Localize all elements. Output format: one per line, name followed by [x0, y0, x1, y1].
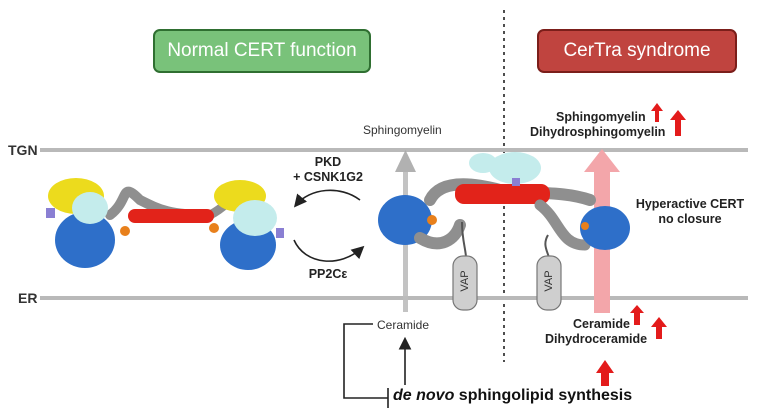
vap-label-right: VAP — [543, 270, 555, 292]
cert-closed-conformation — [46, 178, 284, 270]
tgn-label: TGN — [8, 142, 38, 158]
dephosphorylation-arrow — [293, 239, 365, 262]
er-label: ER — [18, 290, 38, 306]
ceramide-label: Ceramide — [377, 318, 430, 332]
de-novo-synthesis-label: de novo sphingolipid synthesis — [393, 387, 633, 404]
sphingomyelin-label: Sphingomyelin — [363, 123, 442, 137]
vap-protein-left — [452, 221, 478, 311]
cert-open-conformation — [378, 152, 630, 251]
synthesis-inhibition-line — [343, 323, 389, 408]
increase-arrows — [596, 103, 686, 386]
phosphatase-label: PP2Cε — [308, 267, 348, 281]
ceramide-increase-label: Ceramide — [573, 317, 630, 331]
kinases-label: PKD + CSNK1G2 — [293, 155, 363, 184]
sphingomyelin-increase-label: Sphingomyelin — [556, 110, 646, 124]
certra-syndrome-title: CerTra syndrome — [537, 29, 737, 73]
vap-label-left: VAP — [459, 270, 471, 292]
vap-protein-right — [536, 234, 562, 311]
phosphorylation-arrow — [293, 189, 361, 208]
hyperactive-cert-label: Hyperactive CERT no closure — [635, 197, 745, 226]
dihydroceramide-increase-label: Dihydroceramide — [545, 332, 648, 346]
normal-cert-function-title: Normal CERT function — [153, 29, 371, 73]
dihydrosphingomyelin-increase-label: Dihydrosphingomyelin — [530, 125, 666, 139]
